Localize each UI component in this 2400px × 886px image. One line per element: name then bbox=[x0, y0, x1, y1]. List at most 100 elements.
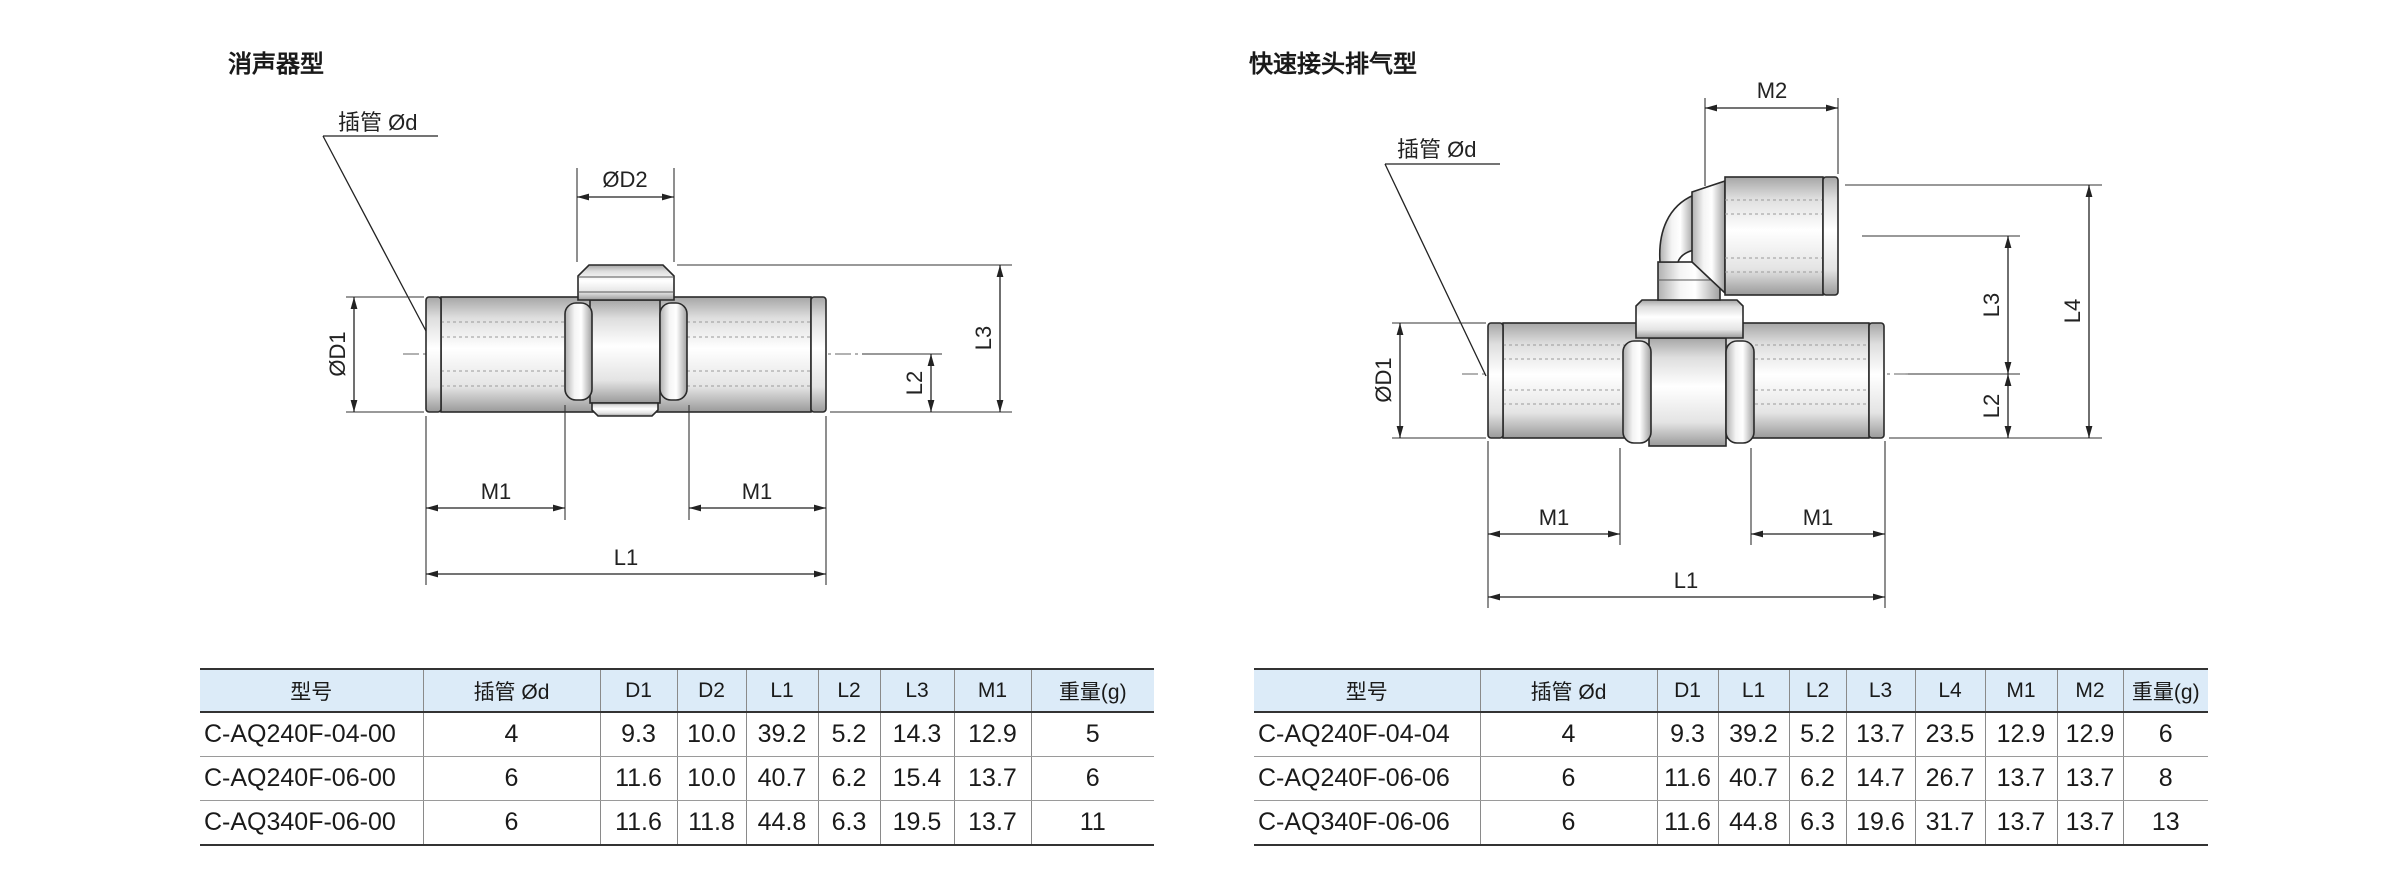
header-tube-diameter: 插管 Ød bbox=[423, 668, 601, 713]
header-l4: L4 bbox=[1915, 668, 1986, 713]
header-d1: D1 bbox=[1657, 668, 1719, 713]
table-cell: 9.3 bbox=[600, 712, 678, 757]
dimension-label-m1-right: M1 bbox=[742, 479, 773, 504]
end-cap-left bbox=[425, 296, 442, 413]
muffler-drawing: 插管 Ød ØD2 ØD1 L2 L3 M1 M1 L1 bbox=[322, 110, 1012, 585]
table-cell: 11 bbox=[1031, 800, 1154, 846]
push-fitting-body bbox=[1724, 176, 1824, 296]
header-weight: 重量(g) bbox=[1031, 668, 1154, 713]
header-tube-diameter: 插管 Ød bbox=[1480, 668, 1658, 713]
table-cell: 14.7 bbox=[1846, 756, 1916, 801]
table-cell: 5 bbox=[1031, 712, 1154, 757]
table-header-row: 型号 插管 Ød D1 L1 L2 L3 L4 M1 M2 重量(g) bbox=[1254, 668, 2208, 713]
upper-collar bbox=[1635, 299, 1744, 339]
table-cell: 40.7 bbox=[746, 756, 819, 801]
table-cell: 19.6 bbox=[1846, 800, 1916, 846]
table-cell: 44.8 bbox=[1718, 800, 1790, 846]
dimension-label-l3: L3 bbox=[1979, 293, 2004, 317]
nut-center-face bbox=[1648, 337, 1727, 447]
dimension-label-m1-left: M1 bbox=[1539, 505, 1570, 530]
table-cell: 19.5 bbox=[880, 800, 955, 846]
table-cell: 13.7 bbox=[2057, 756, 2124, 801]
table-cell: 13 bbox=[2123, 800, 2208, 846]
table-row: C-AQ340F-06-06 6 11.6 44.8 6.3 19.6 31.7… bbox=[1254, 800, 2208, 846]
header-d2: D2 bbox=[677, 668, 747, 713]
muffler-spec-table: 型号 插管 Ød D1 D2 L1 L2 L3 M1 重量(g) C-AQ240… bbox=[200, 668, 1154, 846]
nut-center-face bbox=[589, 299, 661, 404]
quick-fitting-drawing: M2 插管 Ød ØD1 L4 L3 L2 M1 M1 L1 bbox=[1371, 78, 2102, 608]
model-cell: C-AQ240F-06-06 bbox=[1254, 756, 1481, 801]
model-cell: C-AQ240F-04-00 bbox=[200, 712, 424, 757]
quick-fitting-title: 快速接头排气型 bbox=[1249, 51, 1417, 78]
table-cell: 15.4 bbox=[880, 756, 955, 801]
dimension-label-l4: L4 bbox=[2060, 299, 2085, 323]
table-cell: 11.6 bbox=[1657, 800, 1719, 846]
nut-left-lobe bbox=[564, 302, 593, 401]
table-cell: 6 bbox=[2123, 712, 2208, 757]
table-cell: 13.7 bbox=[1846, 712, 1916, 757]
table-row: C-AQ240F-04-00 4 9.3 10.0 39.2 5.2 14.3 … bbox=[200, 712, 1154, 757]
header-l1: L1 bbox=[746, 668, 819, 713]
header-m2: M2 bbox=[2057, 668, 2124, 713]
leader-line bbox=[1384, 163, 1487, 377]
table-cell: 6.2 bbox=[1789, 756, 1847, 801]
table-cell: 39.2 bbox=[1718, 712, 1790, 757]
nut-right-lobe bbox=[1725, 340, 1755, 444]
table-cell: 6.2 bbox=[818, 756, 881, 801]
leader-line bbox=[322, 135, 427, 332]
table-cell: 31.7 bbox=[1915, 800, 1986, 846]
quick-fitting-spec-table: 型号 插管 Ød D1 L1 L2 L3 L4 M1 M2 重量(g) C-AQ… bbox=[1254, 668, 2208, 846]
nut-left-lobe bbox=[1622, 340, 1652, 444]
table-row: C-AQ240F-04-04 4 9.3 39.2 5.2 13.7 23.5 … bbox=[1254, 712, 2208, 757]
bottom-tail bbox=[591, 402, 659, 417]
end-cap-left bbox=[1487, 322, 1504, 439]
muffler-title: 消声器型 bbox=[228, 51, 324, 78]
table-cell: 13.7 bbox=[954, 756, 1032, 801]
table-cell: 4 bbox=[1480, 712, 1658, 757]
dimension-label-l3: L3 bbox=[971, 326, 996, 350]
table-cell: 12.9 bbox=[954, 712, 1032, 757]
dimension-label-l1: L1 bbox=[1674, 568, 1698, 593]
header-l3: L3 bbox=[1846, 668, 1916, 713]
table-cell: 6 bbox=[1031, 756, 1154, 801]
table-cell: 13.7 bbox=[2057, 800, 2124, 846]
dimension-label-d1: ØD1 bbox=[1371, 357, 1396, 402]
table-cell: 6 bbox=[1480, 800, 1658, 846]
table-header-row: 型号 插管 Ød D1 D2 L1 L2 L3 M1 重量(g) bbox=[200, 668, 1154, 713]
table-cell: 11.6 bbox=[1657, 756, 1719, 801]
table-cell: 10.0 bbox=[677, 712, 747, 757]
model-cell: C-AQ240F-06-00 bbox=[200, 756, 424, 801]
elbow bbox=[1658, 193, 1695, 263]
table-cell: 6 bbox=[423, 756, 601, 801]
header-l2: L2 bbox=[818, 668, 881, 713]
table-cell: 6.3 bbox=[1789, 800, 1847, 846]
top-collar bbox=[577, 264, 675, 301]
table-cell: 39.2 bbox=[746, 712, 819, 757]
table-row: C-AQ240F-06-06 6 11.6 40.7 6.2 14.7 26.7… bbox=[1254, 756, 2208, 801]
table-cell: 23.5 bbox=[1915, 712, 1986, 757]
header-l3: L3 bbox=[880, 668, 955, 713]
table-cell: 5.2 bbox=[818, 712, 881, 757]
dimension-label-l1: L1 bbox=[614, 545, 638, 570]
model-cell: C-AQ340F-06-06 bbox=[1254, 800, 1481, 846]
table-row: C-AQ340F-06-00 6 11.6 11.8 44.8 6.3 19.5… bbox=[200, 800, 1154, 846]
table-cell: 6.3 bbox=[818, 800, 881, 846]
table-cell: 44.8 bbox=[746, 800, 819, 846]
nut-right-lobe bbox=[659, 302, 688, 401]
header-model: 型号 bbox=[1254, 668, 1481, 713]
end-cap-right bbox=[1868, 322, 1885, 439]
dimension-label-l2: L2 bbox=[1979, 394, 2004, 418]
table-cell: 40.7 bbox=[1718, 756, 1790, 801]
dimension-label-d2: ØD2 bbox=[602, 167, 647, 192]
header-model: 型号 bbox=[200, 668, 424, 713]
header-d1: D1 bbox=[600, 668, 678, 713]
header-m1: M1 bbox=[1985, 668, 2058, 713]
model-cell: C-AQ340F-06-00 bbox=[200, 800, 424, 846]
table-cell: 6 bbox=[423, 800, 601, 846]
dimension-label-m2: M2 bbox=[1757, 78, 1788, 103]
push-fitting-cap bbox=[1822, 176, 1839, 296]
table-cell: 11.6 bbox=[600, 800, 678, 846]
table-cell: 26.7 bbox=[1915, 756, 1986, 801]
table-cell: 9.3 bbox=[1657, 712, 1719, 757]
table-cell: 5.2 bbox=[1789, 712, 1847, 757]
